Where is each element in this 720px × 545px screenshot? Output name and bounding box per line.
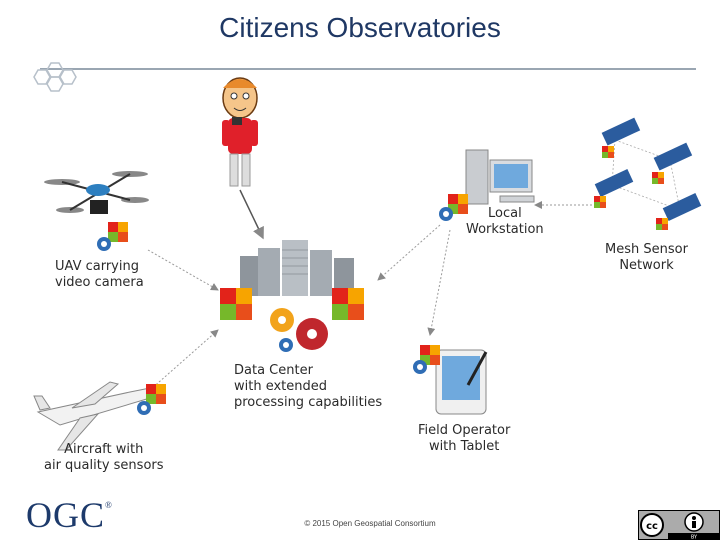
- citizen-figure-icon: [222, 77, 258, 187]
- aircraft-icon: [33, 381, 156, 451]
- uav-drone-icon: [44, 171, 149, 214]
- ogc-logo: OGC®: [26, 495, 113, 535]
- uav-to-datacenter-arrow: [147, 249, 219, 291]
- hexagon-decoration-icon: [33, 62, 77, 92]
- workstation-to-datacenter-arrow: [377, 224, 441, 281]
- workstation-to-operator-arrow: [427, 229, 451, 336]
- svg-text:BY: BY: [691, 535, 698, 541]
- svg-text:cc: cc: [646, 521, 658, 532]
- copyright-text: © 2015 Open Geospatial Consortium: [304, 519, 436, 528]
- mesh-sensor-network-icon: [594, 117, 702, 221]
- workstation-computer-icon: [465, 149, 535, 205]
- page-title: Citizens Observatories: [219, 12, 501, 43]
- cc-by-license-badge: cc BY: [638, 510, 720, 541]
- title-divider: [40, 68, 696, 70]
- data-center-servers-icon: [240, 240, 354, 296]
- tablet-icon: [435, 349, 488, 415]
- aircraft-to-datacenter-arrow: [149, 329, 219, 391]
- citizen-to-datacenter-arrow: [239, 189, 264, 240]
